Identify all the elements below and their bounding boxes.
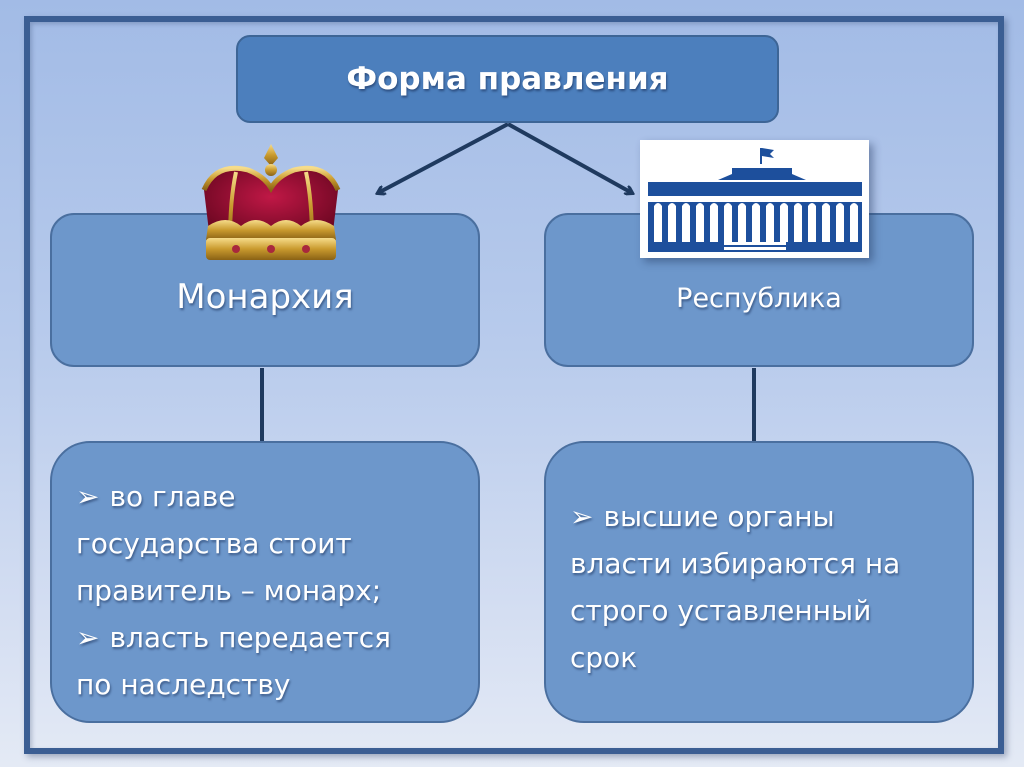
arrow-to-republic [507, 122, 632, 193]
building-column [668, 203, 676, 242]
republic-details: ➢высшие органы власти избираются на стро… [570, 493, 958, 681]
building-column [822, 203, 830, 242]
building-column [752, 203, 760, 242]
republic-label: Республика [676, 283, 842, 314]
building-column [780, 203, 788, 242]
slide-frame [24, 16, 1004, 754]
building-column [724, 203, 732, 242]
diagram-title: Форма правления [346, 61, 669, 97]
monarchy-details-box: ➢во главе государства стоит правитель – … [50, 441, 480, 723]
monarchy-label: Монархия [176, 277, 354, 317]
building-column [654, 203, 662, 242]
building-column [696, 203, 704, 242]
arrow-to-monarchy [378, 122, 509, 193]
bullet-line: ➢власть передается [76, 614, 464, 661]
monarchy-details: ➢во главе государства стоит правитель – … [76, 473, 464, 708]
arrow-bullet-icon: ➢ [570, 500, 594, 533]
building-column [794, 203, 802, 242]
crown-icon [201, 144, 341, 260]
bullet-line: ➢высшие органы [570, 493, 958, 540]
bullet-line: строго уставленный [570, 594, 872, 627]
building-column [710, 203, 718, 242]
title-box: Форма правления [236, 35, 779, 123]
bullet-line: ➢во главе [76, 473, 464, 520]
arrow-bullet-icon: ➢ [76, 621, 100, 654]
bullet-line: власти избираются на [570, 547, 901, 580]
bullet-line: государства стоит [76, 527, 352, 560]
republic-details-box: ➢высшие органы власти избираются на стро… [544, 441, 974, 723]
building-column [766, 203, 774, 242]
arrow-bullet-icon: ➢ [76, 480, 100, 513]
building-column [738, 203, 746, 242]
bullet-line: правитель – монарх; [76, 574, 382, 607]
building-column [682, 203, 690, 242]
bullet-line: срок [570, 641, 638, 674]
bullet-line: по наследству [76, 668, 291, 701]
building-column [850, 203, 858, 242]
government-building-icon [640, 140, 869, 258]
building-column [836, 203, 844, 242]
building-column [808, 203, 816, 242]
